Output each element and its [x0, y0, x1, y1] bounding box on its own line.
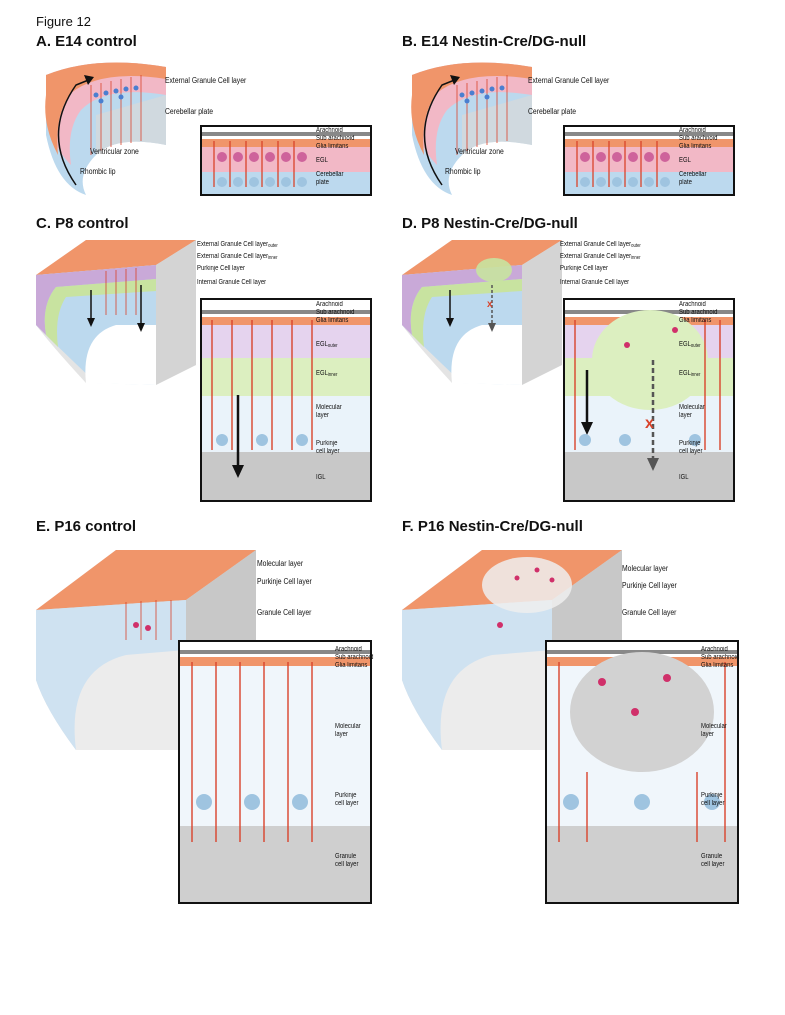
panel-d-egli: EGLinner [679, 370, 701, 378]
panel-f-mol: Molecular [701, 723, 727, 730]
svg-text:x: x [645, 415, 654, 432]
panel-d-egli-label: External Granule Cell layerinner [560, 253, 641, 261]
panel-e-pcl-label: Purkinje Cell layer [257, 577, 312, 586]
panel-e-mol2: layer [335, 731, 348, 738]
panel-c-egli-label: External Granule Cell layerinner [197, 253, 278, 261]
panel-f-title: F. P16 Nestin-Cre/DG-null [402, 518, 583, 535]
panel-e-gcl2: cell layer [335, 861, 359, 868]
panel-b-egl-label: External Granule Cell layer [528, 76, 610, 85]
panel-e-mol-label: Molecular layer [257, 559, 304, 568]
panel-d-pcl-label: Purkinje Cell layer [560, 265, 608, 272]
panel-c-inset-drawing [202, 310, 370, 500]
panel-a-plate: plate [316, 179, 329, 186]
panel-f-subarachnoid: Sub arachnoid [701, 654, 740, 661]
panel-e-subarachnoid: Sub arachnoid [335, 654, 374, 661]
panel-d-block-illustration: x [402, 240, 562, 385]
panel-e-mol: Molecular [335, 723, 361, 730]
panel-a-glia: Glia limitans [316, 143, 349, 150]
panel-a-plate-label: Cerebellar plate [165, 107, 214, 116]
panel-a-rl-label: Rhombic lip [80, 167, 116, 176]
panel-c-glia: Glia limitans [316, 317, 349, 324]
panel-f-glia: Glia limitans [701, 662, 734, 669]
panel-d-eglo-label: External Granule Cell layerouter [560, 241, 641, 249]
panel-e-gcl: Granule [335, 853, 357, 860]
panel-f-pur: Purkinje [701, 792, 723, 799]
panel-c-pur2: cell layer [316, 448, 340, 455]
panel-e-arachnoid: Arachnoid [335, 646, 362, 653]
panel-b-title: B. E14 Nestin-Cre/DG-null [402, 33, 587, 50]
panel-b-subarachnoid: Sub arachnoid [679, 135, 718, 142]
panel-d-pur: Purkinje [679, 440, 701, 447]
panel-b-arachnoid: Arachnoid [679, 127, 706, 134]
panel-f-arachnoid: Arachnoid [701, 646, 728, 653]
panel-b-block-illustration [411, 62, 532, 195]
panel-a-block-illustration [45, 62, 167, 195]
panel-d-igl: IGL [679, 474, 689, 481]
figure-title: Figure 12 [36, 14, 91, 29]
panel-a-title: A. E14 control [36, 33, 137, 50]
panel-d-arachnoid: Arachnoid [679, 301, 706, 308]
panel-e-glia: Glia limitans [335, 662, 368, 669]
panel-b-inset-drawing [565, 132, 733, 194]
panel-a-subarachnoid: Sub arachnoid [316, 135, 355, 142]
panel-e-title: E. P16 control [36, 518, 137, 535]
panel-a-vz-label: Ventricular zone [90, 147, 139, 156]
panel-d-mol2: layer [679, 412, 692, 419]
panel-b-plate: plate [679, 179, 692, 186]
panel-b-plate-label: Cerebellar plate [528, 107, 577, 116]
panel-e-pur2: cell layer [335, 800, 359, 807]
panel-c-eglo-label: External Granule Cell layerouter [197, 241, 278, 249]
panel-c-mol2: layer [316, 412, 329, 419]
panel-b-cerebellar: Cerebellar [679, 171, 707, 178]
panel-b-glia: Glia limitans [679, 143, 712, 150]
panel-b-egl: EGL [679, 157, 691, 164]
panel-d-igl-label: Internal Granule Cell layer [560, 279, 630, 286]
panel-d-inset-drawing: x [565, 310, 733, 500]
panel-d-glia: Glia limitans [679, 317, 712, 324]
panel-a-egl: EGL [316, 157, 328, 164]
panel-c-title: C. P8 control [36, 215, 129, 232]
panel-b-vz-label: Ventricular zone [455, 147, 504, 156]
panel-a-cerebellar: Cerebellar [316, 171, 344, 178]
panel-a-inset-drawing [202, 132, 370, 194]
panel-c-inset [200, 298, 372, 502]
panel-c-block-illustration [36, 240, 196, 385]
panel-c-egli: EGLinner [316, 370, 338, 378]
panel-b-inset [563, 125, 735, 196]
panel-d-mol: Molecular [679, 404, 705, 411]
panel-a-egl-label: External Granule Cell layer [165, 76, 247, 85]
panel-c-mol: Molecular [316, 404, 342, 411]
panel-c-arachnoid: Arachnoid [316, 301, 343, 308]
panel-f-pur2: cell layer [701, 800, 725, 807]
panel-f-mol2: layer [701, 731, 714, 738]
panel-c-pur: Purkinje [316, 440, 338, 447]
panel-d-subarachnoid: Sub arachnoid [679, 309, 718, 316]
panel-a-arachnoid: Arachnoid [316, 127, 343, 134]
panel-c-igl-label: Internal Granule Cell layer [197, 279, 267, 286]
panel-d-pur2: cell layer [679, 448, 703, 455]
panel-a-inset [200, 125, 372, 196]
panel-f-gcl-label: Granule Cell layer [622, 608, 677, 617]
panel-e-inset-drawing [180, 650, 370, 902]
panel-b-rl-label: Rhombic lip [445, 167, 481, 176]
svg-text:x: x [487, 299, 493, 310]
panel-d-eglo: EGLouter [679, 341, 701, 349]
panel-c-igl: IGL [316, 474, 326, 481]
panel-e-inset [178, 640, 372, 904]
panel-f-inset-drawing [547, 650, 737, 902]
panel-e-pur: Purkinje [335, 792, 357, 799]
panel-c-pcl-label: Purkinje Cell layer [197, 265, 245, 272]
panel-f-mol-label: Molecular layer [622, 564, 669, 573]
panel-e-gcl-label: Granule Cell layer [257, 608, 312, 617]
panel-f-pcl-label: Purkinje Cell layer [622, 581, 677, 590]
panel-f-gcl: Granule [701, 853, 723, 860]
panel-f-gcl2: cell layer [701, 861, 725, 868]
panel-c-subarachnoid: Sub arachnoid [316, 309, 355, 316]
panel-c-eglo: EGLouter [316, 341, 338, 349]
panel-f-inset [545, 640, 739, 904]
panel-d-title: D. P8 Nestin-Cre/DG-null [402, 215, 578, 232]
panel-d-inset: x [563, 298, 735, 502]
